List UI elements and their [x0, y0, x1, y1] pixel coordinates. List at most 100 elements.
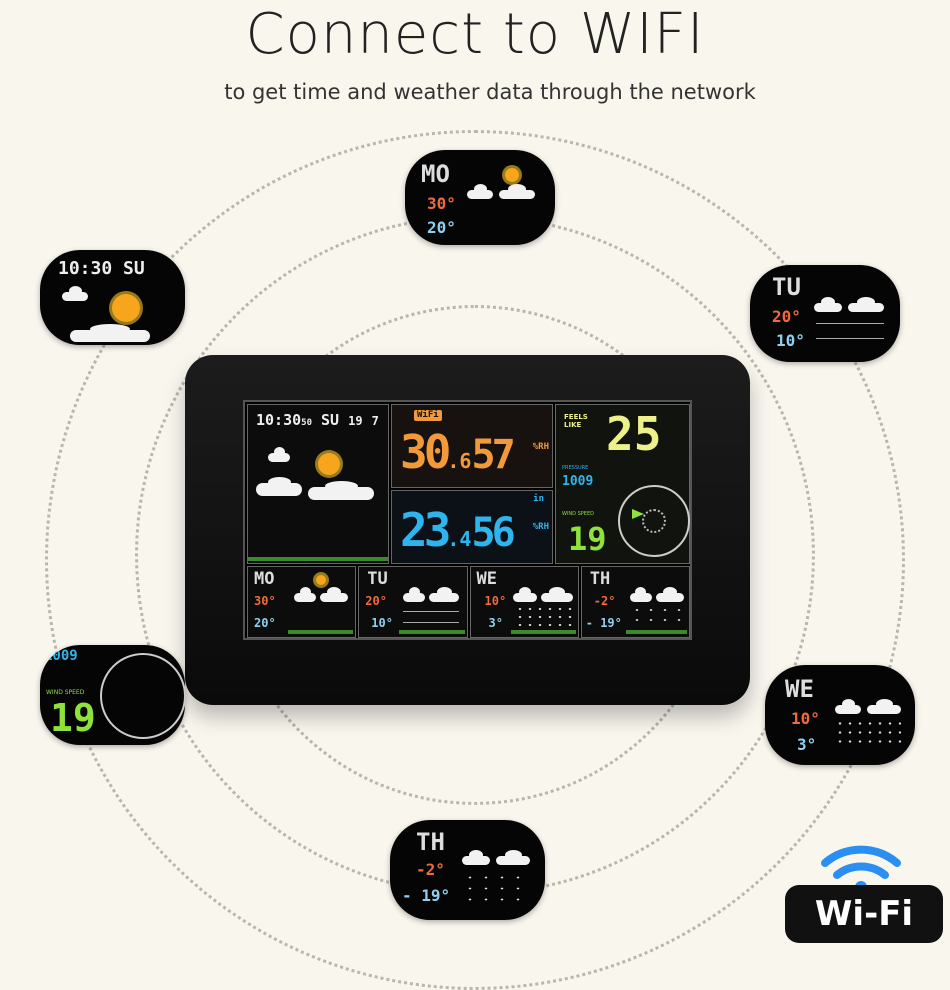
indoor-temp-decimal: .4	[447, 527, 472, 551]
bubble-time: 10:30	[58, 258, 113, 279]
cloud-icon	[268, 447, 290, 462]
bubble-wind-value: 19	[50, 696, 96, 740]
cloud-icon	[496, 850, 530, 865]
forecast-low: 10°	[371, 616, 393, 630]
bubble-high: 20°	[772, 307, 801, 326]
pressure-value: 1009	[562, 474, 594, 489]
bubble-low: - 19°	[402, 886, 451, 905]
compass-center	[642, 509, 666, 533]
outdoor-temp: 30	[400, 425, 451, 479]
lcd-screen: 10:3050 SU 19 7 WiFi 30.657 %RH 23.456 i…	[243, 400, 692, 640]
wifi-indicator: WiFi	[414, 410, 442, 421]
cloud-icon	[848, 297, 884, 312]
bubble-low: 20°	[427, 218, 456, 237]
clock-date: 19	[348, 414, 363, 428]
outdoor-humidity: 57	[471, 432, 515, 478]
wind-compass	[618, 485, 690, 557]
forecast-day: TH -2° - 19°	[580, 566, 690, 638]
bubble-pressure: 1009	[44, 648, 78, 664]
cloud-icon	[629, 587, 652, 602]
clock-time: 10:30	[256, 411, 302, 429]
indoor-temp: 23	[400, 503, 451, 557]
bubble-day: WE	[785, 675, 814, 703]
sun-icon	[316, 575, 326, 585]
forecast-day: MO 30° 20°	[247, 566, 357, 638]
cloud-icon	[512, 587, 537, 602]
bubble-day: MO	[421, 160, 450, 188]
outdoor-temp-decimal: .6	[447, 449, 472, 473]
indoor-humidity-unit: %RH	[532, 522, 549, 532]
cloud-icon	[499, 184, 535, 199]
cloud-icon	[814, 297, 842, 312]
rain-icon	[835, 719, 901, 749]
bubble-high: 10°	[791, 709, 820, 728]
snow-icon	[629, 605, 686, 627]
bubble-low: 10°	[776, 331, 805, 350]
forecast-low: 20°	[254, 616, 276, 630]
bubble-monday: MO 30° 20°	[405, 150, 555, 245]
bubble-tuesday: TU 20° 10°	[750, 265, 900, 362]
clock-seconds: 50	[301, 418, 312, 428]
grass-strip	[625, 630, 687, 634]
bubble-day: SU	[123, 258, 145, 279]
forecast-row: MO 30° 20° TU 20° 10° WE 10° 3°	[247, 566, 690, 638]
grass-strip	[399, 630, 465, 634]
sun-icon	[318, 453, 340, 475]
forecast-low: - 19°	[585, 616, 622, 630]
forecast-high: 10°	[484, 594, 507, 608]
cloud-icon	[655, 587, 684, 602]
bubble-day: TH	[416, 828, 445, 856]
cloud-icon	[320, 587, 348, 602]
cloud-icon	[467, 184, 493, 199]
cloud-icon	[835, 699, 861, 714]
feels-like-value: 25	[606, 407, 662, 461]
cloud-icon	[256, 477, 302, 496]
snow-icon	[462, 872, 530, 906]
cloud-icon	[403, 587, 426, 602]
pressure-label: PRESSURE	[562, 465, 589, 471]
wind-direction-arrow	[632, 509, 644, 519]
cloud-icon	[294, 587, 316, 602]
indoor-humidity: 56	[471, 510, 515, 556]
page-title: Connect to WIFI	[245, 2, 705, 67]
forecast-high: 30°	[254, 594, 276, 608]
page-subtitle: to get time and weather data through the…	[224, 80, 756, 104]
feels-wind-panel: FEELS LIKE 25 PRESSURE 1009 WIND SPEED 1…	[555, 404, 690, 564]
forecast-day-label: TU	[367, 569, 388, 589]
grass-strip	[248, 557, 388, 561]
forecast-day: TU 20° 10°	[358, 566, 468, 638]
bubble-wind: 1009 WIND SPEED 19	[40, 645, 185, 745]
forecast-day: WE 10° 3°	[469, 566, 579, 638]
bubble-high: 30°	[427, 194, 456, 213]
forecast-low: 3°	[488, 616, 503, 630]
fog-icon	[816, 323, 884, 339]
bubble-thursday: TH -2° - 19°	[390, 820, 545, 920]
clock-day: SU	[321, 411, 340, 429]
bubble-high: -2°	[416, 860, 445, 879]
grass-strip	[288, 630, 354, 634]
cloud-icon	[867, 699, 901, 714]
cloud-icon	[462, 850, 490, 865]
bubble-wednesday: WE 10° 3°	[765, 665, 915, 765]
wifi-badge: Wi-Fi	[785, 885, 943, 943]
indoor-panel: 23.456 in %RH	[391, 490, 553, 564]
feels-like-label: FEELS LIKE	[564, 413, 588, 429]
cloud-icon	[540, 587, 573, 602]
fog-icon	[403, 611, 460, 623]
grass-strip	[510, 630, 576, 634]
wifi-logo: Wi-Fi	[785, 835, 945, 945]
indoor-home-icon: in	[533, 494, 544, 504]
sun-icon	[505, 168, 519, 182]
outdoor-humidity-unit: %RH	[532, 442, 549, 452]
rain-icon	[514, 605, 573, 627]
forecast-high: 20°	[365, 594, 387, 608]
outdoor-panel: WiFi 30.657 %RH	[391, 404, 553, 488]
compass-icon	[100, 653, 185, 739]
bubble-day: TU	[772, 273, 801, 301]
forecast-day-label: WE	[476, 569, 497, 589]
forecast-high: -2°	[593, 594, 616, 608]
wind-speed-value: 19	[568, 520, 607, 558]
cloud-icon	[62, 286, 88, 301]
clock-month: 7	[371, 414, 379, 428]
cloud-icon	[308, 481, 374, 500]
